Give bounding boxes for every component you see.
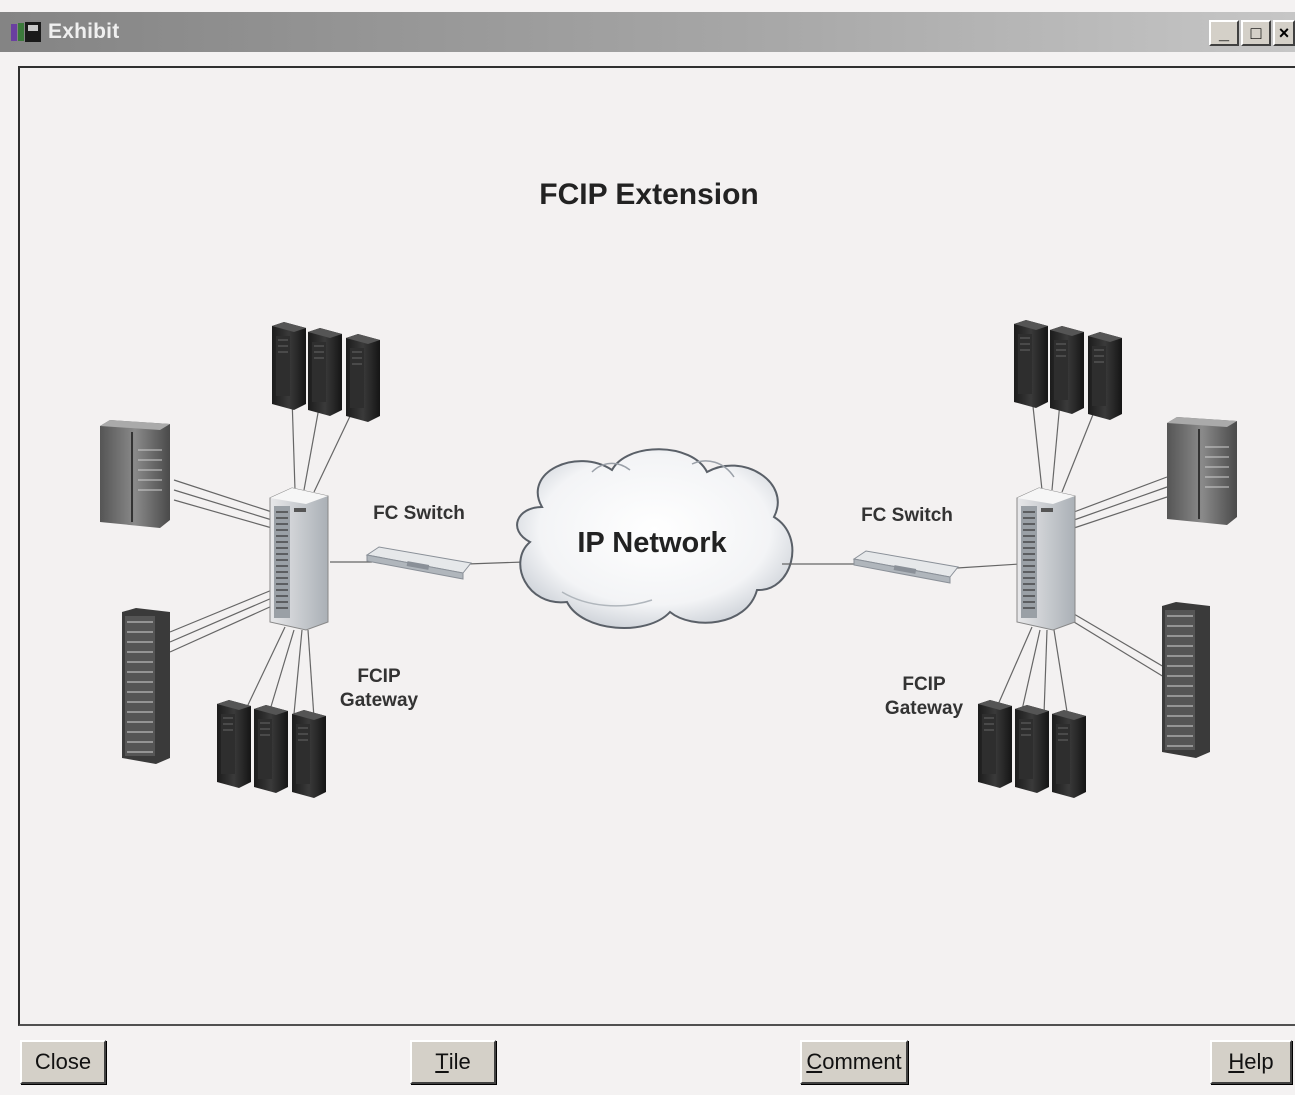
help-button-label: elp — [1244, 1049, 1274, 1074]
fcip-diagram: FCIP Extension — [99, 178, 1238, 799]
left-links — [169, 396, 525, 719]
window-controls: _ □ × — [1209, 20, 1295, 46]
left-fcip-gateway — [269, 487, 329, 631]
close-button[interactable]: Close — [20, 1040, 106, 1084]
tile-button-label: ile — [448, 1049, 471, 1074]
right-gateway-label-line1: FCIP — [902, 674, 946, 695]
cloud-label: IP Network — [577, 527, 727, 559]
right-bottom-servers — [977, 699, 1087, 799]
right-storage-rack — [1166, 416, 1238, 526]
right-fc-switch — [853, 550, 959, 584]
right-top-servers — [1013, 319, 1123, 421]
left-site: FC Switch FCIP Gateway — [99, 321, 525, 799]
right-fc-switch-label: FC Switch — [861, 505, 953, 526]
maximize-button[interactable]: □ — [1241, 20, 1271, 46]
window-title: Exhibit — [48, 20, 120, 43]
left-storage-rack — [99, 419, 171, 529]
right-links — [782, 396, 1168, 719]
left-gateway-label-line2: Gateway — [340, 690, 419, 711]
maximize-icon: □ — [1250, 22, 1262, 43]
title-bar[interactable]: Exhibit _ □ × — [0, 12, 1295, 52]
close-window-button[interactable]: × — [1273, 20, 1295, 46]
comment-button-label: omment — [822, 1049, 902, 1074]
right-fcip-gateway — [1016, 487, 1076, 631]
left-bottom-servers — [216, 699, 327, 799]
minimize-button[interactable]: _ — [1209, 20, 1239, 46]
diagram-title: FCIP Extension — [539, 178, 759, 211]
left-fc-switch-label: FC Switch — [373, 503, 465, 524]
exhibit-content-area: FCIP Extension — [18, 66, 1295, 1026]
close-icon: × — [1278, 22, 1290, 43]
left-disk-array — [121, 607, 171, 765]
ip-network-cloud: IP Network — [516, 448, 794, 629]
comment-button-mnemonic: C — [806, 1049, 823, 1074]
left-fc-switch — [366, 546, 472, 580]
right-disk-array — [1161, 601, 1211, 759]
minimize-icon: _ — [1218, 22, 1229, 43]
left-gateway-label-line1: FCIP — [357, 666, 401, 687]
left-top-servers — [271, 321, 381, 423]
right-gateway-label-line2: Gateway — [885, 698, 964, 719]
right-site: FC Switch FCIP Gateway — [782, 319, 1238, 799]
help-button-mnemonic: H — [1228, 1049, 1245, 1074]
tile-button-mnemonic: T — [435, 1049, 449, 1074]
exhibit-app-icon — [11, 22, 41, 42]
close-button-label: Close — [34, 1049, 92, 1074]
